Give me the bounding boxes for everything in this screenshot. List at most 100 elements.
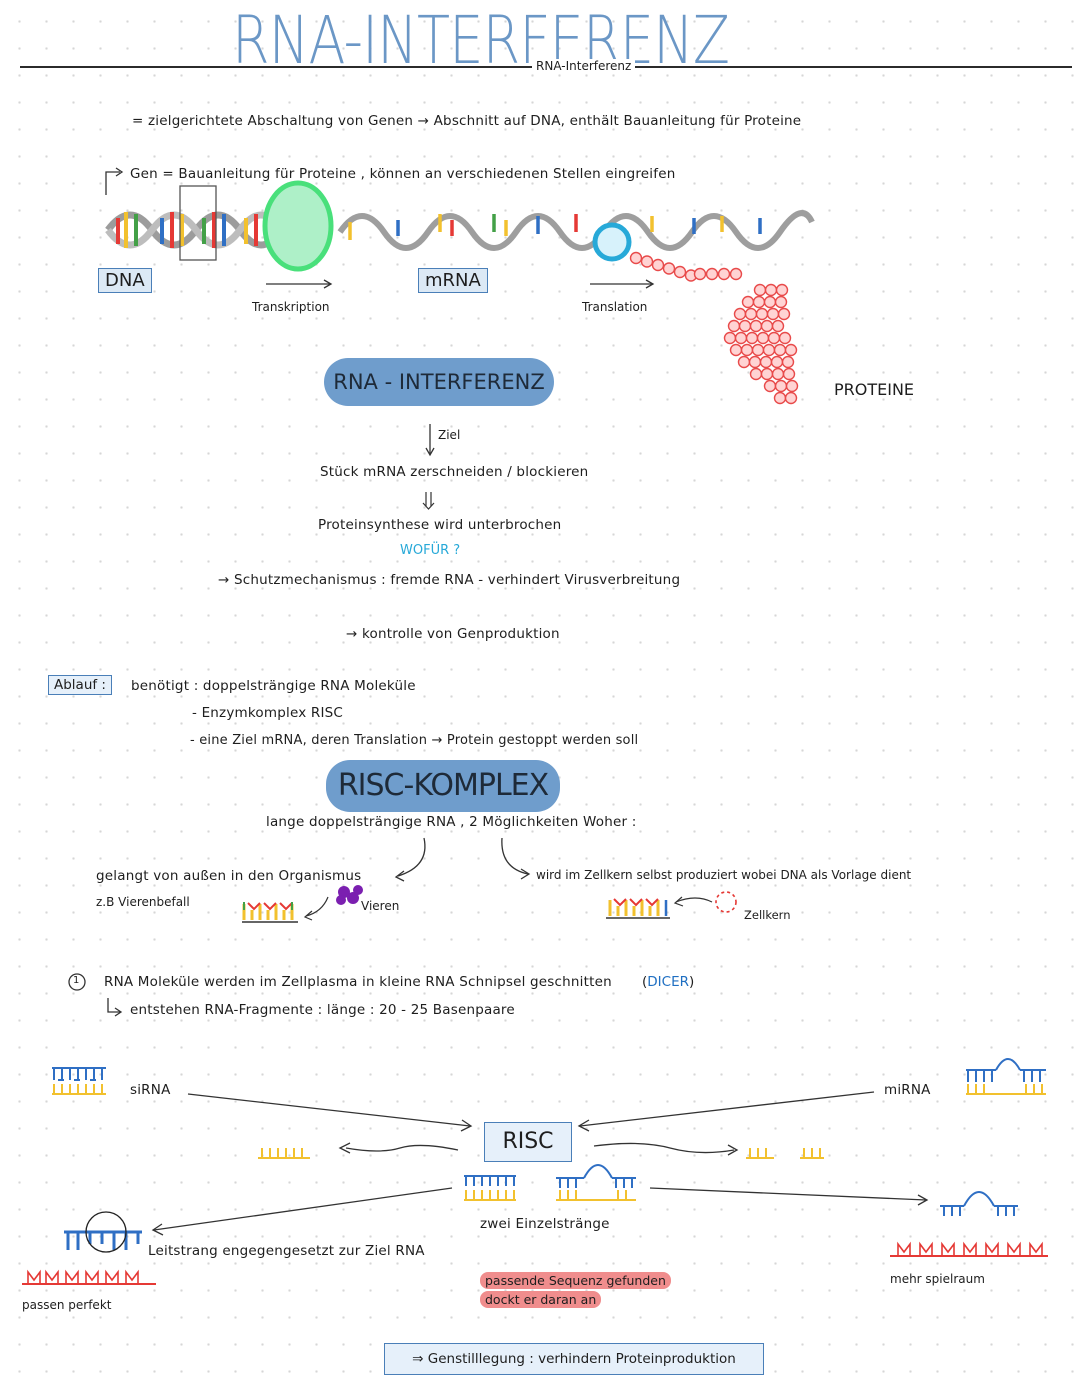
protein-bead (773, 343, 787, 357)
protein-bead (693, 267, 707, 281)
protein-bead (766, 307, 780, 321)
protein-bead (764, 283, 778, 297)
zellkern-label: Zellkern (744, 908, 791, 922)
step-proteinsynthese: Proteinsynthese wird unterbrochen (318, 517, 562, 533)
ribosome-icon (592, 222, 632, 262)
definition-text: = zielgerichtete Abschaltung von Genen →… (132, 113, 802, 129)
sirna-icon (52, 1067, 106, 1095)
protein-bead (748, 355, 762, 369)
protein-bead (759, 355, 773, 369)
protein-bead (770, 355, 784, 369)
protein-bead (734, 331, 748, 345)
protein-bead (763, 379, 777, 393)
zellkern-icon (715, 891, 737, 913)
protein-bead (744, 307, 758, 321)
target-rna-left-icon (22, 1269, 156, 1285)
protein-bead (774, 295, 788, 309)
protein-bead (771, 319, 785, 333)
proteine-label: PROTEINE (834, 380, 915, 399)
protein-bead (751, 343, 765, 357)
risc-sirna-icon (464, 1175, 516, 1201)
passende-line2: dockt er daran an (480, 1291, 602, 1308)
passen-label: passen perfekt (22, 1298, 112, 1312)
risc-right1: wird im Zellkern selbst produziert wobei… (536, 868, 912, 882)
step1-sub: entstehen RNA-Fragmente : länge : 20 - 2… (130, 1002, 515, 1018)
dsrna-zellkern-icon (606, 898, 670, 919)
protein-bead (784, 343, 798, 357)
dicer-label: DICER (647, 974, 689, 990)
viren-label: Vieren (361, 899, 400, 913)
protein-bead (778, 331, 792, 345)
gen-line-text: Gen = Bauanleitung für Proteine , können… (130, 166, 676, 182)
reason-kontrolle: → kontrolle von Genproduktion (346, 626, 560, 642)
protein-bead (749, 319, 763, 333)
protein-bead (775, 283, 789, 297)
protein-bead (745, 331, 759, 345)
protein-bead (767, 331, 781, 345)
mrna-label: mRNA (418, 268, 488, 293)
protein-bead (651, 258, 665, 272)
protein-bead (773, 391, 787, 405)
protein-bead (755, 307, 769, 321)
protein-bead (760, 319, 774, 333)
mrna-strand-icon (337, 210, 815, 251)
protein-bead (782, 367, 796, 381)
protein-chain-icon (629, 251, 799, 405)
protein-bead (662, 262, 676, 275)
mirna-passenger-icon (746, 1148, 824, 1159)
dna-helix-icon (105, 185, 284, 261)
protein-bead (781, 355, 795, 369)
leitstrang-label: Leitstrang engegengesetzt zur Ziel RNA (148, 1243, 425, 1259)
zwei-label: zwei Einzelstränge (480, 1216, 610, 1232)
protein-bead (784, 391, 798, 405)
protein-bead (727, 319, 741, 333)
step-zerschneiden: Stück mRNA zerschneiden / blockieren (320, 464, 589, 480)
wofuer-label: WOFÜR ? (400, 543, 461, 558)
mirna-label: miRNA (884, 1082, 931, 1098)
ablauf-line2: - Enzymkomplex RISC (192, 705, 344, 721)
passende-line1: passende Sequenz gefunden (480, 1272, 671, 1289)
risc-left2: z.B Vierenbefall (96, 895, 190, 909)
dna-label: DNA (98, 268, 152, 293)
reason-schutz: → Schutzmechanismus : fremde RNA - verhi… (218, 572, 681, 588)
protein-bead (753, 283, 767, 297)
risc-left1: gelangt von außen in den Organismus (96, 868, 362, 884)
protein-bead (717, 267, 731, 281)
protein-bead (729, 267, 743, 281)
protein-bead (673, 265, 687, 279)
protein-bead (629, 251, 643, 265)
protein-bead (762, 343, 776, 357)
mirna-icon (966, 1058, 1046, 1095)
polymerase-icon (262, 180, 334, 272)
dicer-wrap: (DICER) (642, 974, 695, 990)
protein-bead (723, 331, 737, 345)
rna-interferenz-pill: RNA - INTERFERENZ (324, 358, 554, 406)
protein-bead (760, 367, 774, 381)
protein-bead (756, 331, 770, 345)
risc-komplex-pill: RISC-KOMPLEX (326, 760, 560, 812)
step-number: 1 (73, 975, 80, 986)
protein-bead (777, 307, 791, 321)
ziel-label: Ziel (438, 428, 461, 442)
protein-bead (640, 255, 654, 268)
risc-mirna-icon (556, 1164, 636, 1201)
ablauf-label: Ablauf : (48, 675, 112, 695)
sirna-label: siRNA (130, 1082, 171, 1098)
protein-bead (733, 307, 747, 321)
genstilllegung-box: ⇒ Genstilllegung : verhindern Proteinpro… (384, 1343, 764, 1375)
target-rna-right-icon (890, 1241, 1048, 1257)
protein-bead (740, 343, 754, 357)
protein-bead (771, 367, 785, 381)
risc-intro: lange doppelsträngige RNA , 2 Möglichkei… (266, 814, 637, 830)
protein-bead (741, 295, 755, 309)
protein-bead (774, 379, 788, 393)
ablauf-line1: benötigt : doppelsträngige RNA Moleküle (131, 678, 416, 694)
protein-bead (705, 267, 719, 281)
guide-strand-right-icon (940, 1191, 1018, 1216)
step1-text: RNA Moleküle werden im Zellplasma in kle… (104, 974, 612, 990)
risc-box: RISC (484, 1122, 572, 1162)
transkription-label: Transkription (252, 300, 330, 314)
protein-bead (729, 343, 743, 357)
protein-bead (752, 295, 766, 309)
